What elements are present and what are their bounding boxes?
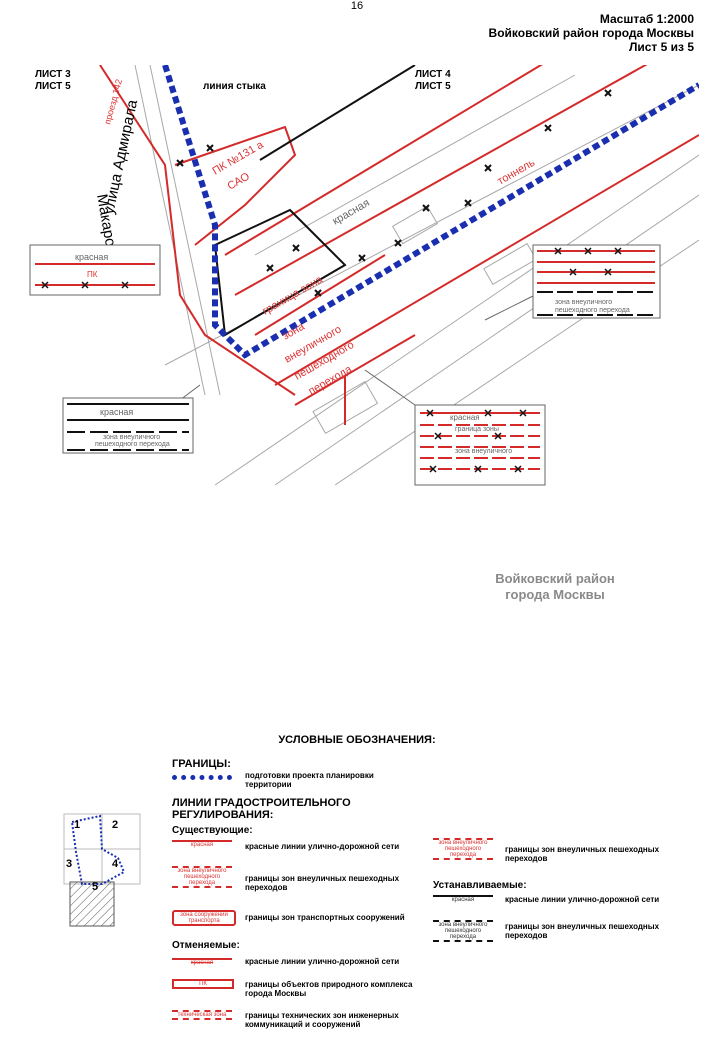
svg-text:5: 5	[92, 881, 98, 893]
red-lines	[99, 65, 699, 425]
svg-text:красная: красная	[100, 407, 133, 417]
lines-heading: ЛИНИИ ГРАДОСТРОИТЕЛЬНОГО РЕГУЛИРОВАНИЯ:	[172, 797, 351, 821]
svg-text:красная: красная	[450, 413, 480, 422]
existing-transport-sample: зона сооружений транспорта	[172, 910, 236, 926]
sao-label: САО	[226, 170, 253, 192]
map-sheet[interactable]: ПК №131 а САО тоннель красная граница зо…	[15, 65, 699, 720]
cancelled-red-sample: красная	[172, 958, 232, 966]
district-title: Войковский район города Москвы	[488, 26, 694, 40]
page-number: 16	[350, 0, 364, 12]
existing-red-label: красные линии улично-дорожной сети	[245, 842, 400, 851]
district-label-1: Войковский район	[495, 571, 615, 586]
boundary-sample	[172, 775, 232, 784]
callout-cancelled-lines: красная зона внеуличного граница зоны	[364, 369, 546, 486]
joint-line-label: линия стыка	[203, 81, 266, 92]
sheet-number: Лист 5 из 5	[628, 40, 694, 54]
pk-label: ПК №131 а	[211, 138, 267, 177]
svg-text:3: 3	[66, 858, 72, 870]
boundaries-heading: ГРАНИЦЫ:	[172, 758, 231, 770]
cancelled-zone-label: границы зон внеуличных пешеходных перехо…	[505, 845, 660, 863]
cancelled-red-label: красные линии улично-дорожной сети	[245, 957, 400, 966]
svg-text:граница зоны: граница зоны	[455, 426, 499, 433]
cancelled-heading: Отменяемые:	[172, 940, 240, 951]
svg-text:зона внеуличного: зона внеуличного	[555, 299, 612, 306]
existing-zone-sample: зона внеуличного пешеходного перехода	[172, 866, 232, 888]
svg-text:2: 2	[112, 819, 118, 831]
svg-text:ПК: ПК	[87, 270, 98, 279]
callout-existing-underpass: зона внеуличного пешеходного перехода	[484, 244, 661, 321]
svg-text:4: 4	[112, 858, 119, 870]
existing-transport-label: границы зон транспортных сооружений	[245, 913, 405, 922]
established-zone-sample: зона внеуличного пешеходного перехода	[433, 920, 493, 942]
established-red-label: красные линии улично-дорожной сети	[505, 895, 660, 904]
key-map: 1 2 3 4 5	[63, 813, 141, 927]
svg-text:пешеходного перехода: пешеходного перехода	[555, 307, 630, 314]
sheet-ref-right-1: ЛИСТ 4	[415, 69, 451, 80]
existing-heading: Существующие:	[172, 825, 253, 836]
cancelled-pk-sample: ПК	[172, 979, 234, 989]
black-lines	[213, 65, 416, 337]
district-label-2: города Москвы	[505, 587, 604, 602]
callout-established-lines: красная зона внеуличного пешеходного пер…	[62, 384, 201, 454]
legend-title: УСЛОВНЫЕ ОБОЗНАЧЕНИЯ:	[278, 734, 436, 746]
cancelled-tech-sample: техническая зона	[172, 1010, 232, 1020]
cancelled-zone-sample: зона внеуличного пешеходного перехода	[433, 838, 493, 860]
svg-text:пешеходного перехода: пешеходного перехода	[95, 441, 170, 448]
boundary-item-label: подготовки проекта планировки территории	[245, 771, 374, 789]
sheet-ref-left-2: ЛИСТ 5	[35, 81, 71, 92]
sheet-ref-left-1: ЛИСТ 3	[35, 69, 71, 80]
established-heading: Устанавливаемые:	[433, 880, 527, 891]
planning-boundary	[162, 65, 699, 359]
established-zone-label: границы зон внеуличных пешеходных перехо…	[505, 922, 660, 940]
svg-text:зона внеуличного: зона внеуличного	[103, 434, 160, 441]
scale-label: Масштаб 1:2000	[599, 12, 694, 26]
existing-red-sample: красная	[172, 840, 232, 848]
cancelled-pk-label: границы объектов природного комплекса го…	[245, 980, 413, 998]
cancelled-tech-label: границы технических зон инженерных комму…	[245, 1011, 399, 1029]
callout-red-pk: красная ПК	[29, 244, 161, 296]
svg-text:зона внеуличного: зона внеуличного	[455, 448, 512, 455]
established-red-sample: красная	[433, 895, 493, 903]
svg-text:красная: красная	[75, 252, 108, 262]
svg-text:1: 1	[74, 819, 80, 831]
existing-zone-label: границы зон внеуличных пешеходных перехо…	[245, 874, 400, 892]
sheet-ref-right-2: ЛИСТ 5	[415, 81, 451, 92]
cancel-marks	[176, 89, 612, 297]
